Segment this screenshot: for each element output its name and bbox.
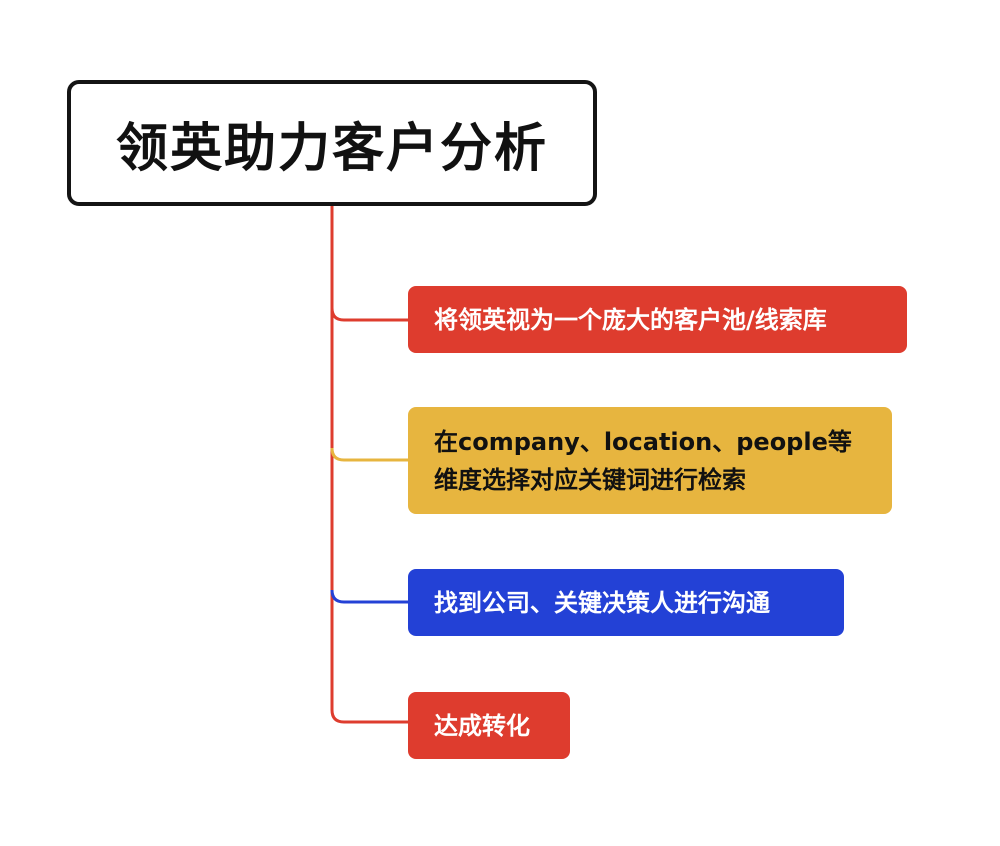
branch-label: 在company、location、people等维度选择对应关键词进行检索 bbox=[434, 427, 852, 494]
branch-label: 将领英视为一个庞大的客户池/线索库 bbox=[434, 305, 827, 334]
branch-node-contact-decision-makers[interactable]: 找到公司、关键决策人进行沟通 bbox=[408, 569, 844, 636]
trunk-line bbox=[330, 206, 408, 724]
connector-branch-2 bbox=[330, 447, 408, 462]
branch-node-customer-pool[interactable]: 将领英视为一个庞大的客户池/线索库 bbox=[408, 286, 907, 353]
root-node[interactable]: 领英助力客户分析 bbox=[67, 80, 597, 206]
root-title: 领英助力客户分析 bbox=[115, 118, 548, 179]
branch-node-conversion[interactable]: 达成转化 bbox=[408, 692, 570, 759]
connector-branch-3 bbox=[330, 589, 408, 604]
branch-label: 找到公司、关键决策人进行沟通 bbox=[434, 588, 770, 617]
connector-branch-1 bbox=[330, 307, 408, 322]
branch-label: 达成转化 bbox=[434, 711, 530, 740]
branch-node-keyword-search[interactable]: 在company、location、people等维度选择对应关键词进行检索 bbox=[408, 407, 892, 514]
